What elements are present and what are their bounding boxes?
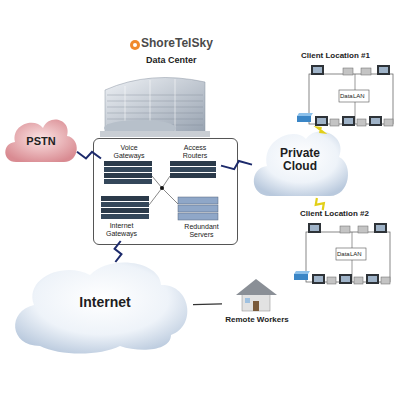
private-cloud-shape (254, 131, 348, 196)
internet-node: Internet (15, 262, 193, 352)
data-center-building (100, 78, 210, 138)
lightning-link (221, 161, 252, 169)
router-unit (170, 173, 216, 178)
router-unit (170, 167, 216, 172)
private-cloud-node: Private Cloud (252, 128, 348, 198)
client-office (297, 65, 393, 126)
lan-label: LAN (350, 251, 362, 257)
gateway-unit (104, 167, 152, 172)
redundant-server-group: Redundant Servers (174, 195, 224, 241)
server-unit (178, 213, 218, 220)
network-link (193, 303, 222, 305)
server-unit (178, 205, 218, 212)
router-unit (170, 161, 216, 166)
gateway-unit (101, 196, 149, 201)
pstn-node: PSTN (5, 118, 77, 165)
client-location: Client Location #1 (293, 52, 395, 132)
lan-label: LAN (353, 93, 365, 99)
remote-worker-node: Remote Workers (222, 278, 292, 328)
node-label: Remote Workers (222, 316, 292, 325)
logo-icon (130, 40, 140, 50)
company-logo (130, 40, 140, 50)
logo-icon (133, 43, 137, 47)
node-label: Private Cloud (270, 147, 330, 173)
lightning-link (317, 128, 323, 133)
lan-label: Data (337, 251, 350, 257)
data-center-box: ShoreTelSkyData CenterVoice GatewaysAcce… (93, 138, 238, 245)
internet-gateway-group: Internet Gateways (99, 195, 154, 241)
node-label: Client Location #2 (300, 210, 394, 219)
lightning-link (77, 152, 101, 159)
node-label: Access Routers (175, 144, 215, 159)
gateway-unit (101, 202, 149, 207)
house-roof (236, 279, 277, 295)
house-door (253, 301, 259, 311)
voice-gateway-group: Voice Gateways (101, 144, 157, 189)
node-label: ShoreTelSky (141, 37, 236, 50)
device-stacks (101, 161, 218, 220)
node-label: Voice Gateways (109, 144, 149, 159)
node-label: Client Location #1 (301, 52, 395, 61)
gateway-unit (101, 214, 149, 219)
lightning-link (316, 198, 324, 210)
pstn-cloud (5, 119, 76, 162)
building-windows (107, 95, 203, 125)
internal-link (149, 176, 178, 205)
building-base (100, 131, 210, 137)
node-label: Redundant Servers (179, 223, 224, 238)
junction-dot (160, 186, 164, 190)
gateway-unit (101, 208, 149, 213)
house-icon (236, 279, 277, 311)
client-office (294, 223, 390, 284)
internet-cloud (15, 263, 187, 354)
node-label: Internet (65, 295, 145, 310)
server-unit (178, 197, 218, 204)
access-router-group: Access Routers (169, 144, 221, 189)
lan-label: Data (340, 93, 353, 99)
node-label: PSTN (5, 135, 77, 147)
house-window (245, 298, 250, 303)
house-wall (242, 293, 270, 311)
node-subtitle: Data Center (146, 56, 216, 66)
gateway-unit (104, 161, 152, 166)
gateway-unit (104, 173, 152, 178)
node-label: Internet Gateways (99, 222, 144, 237)
gateway-unit (104, 179, 152, 184)
